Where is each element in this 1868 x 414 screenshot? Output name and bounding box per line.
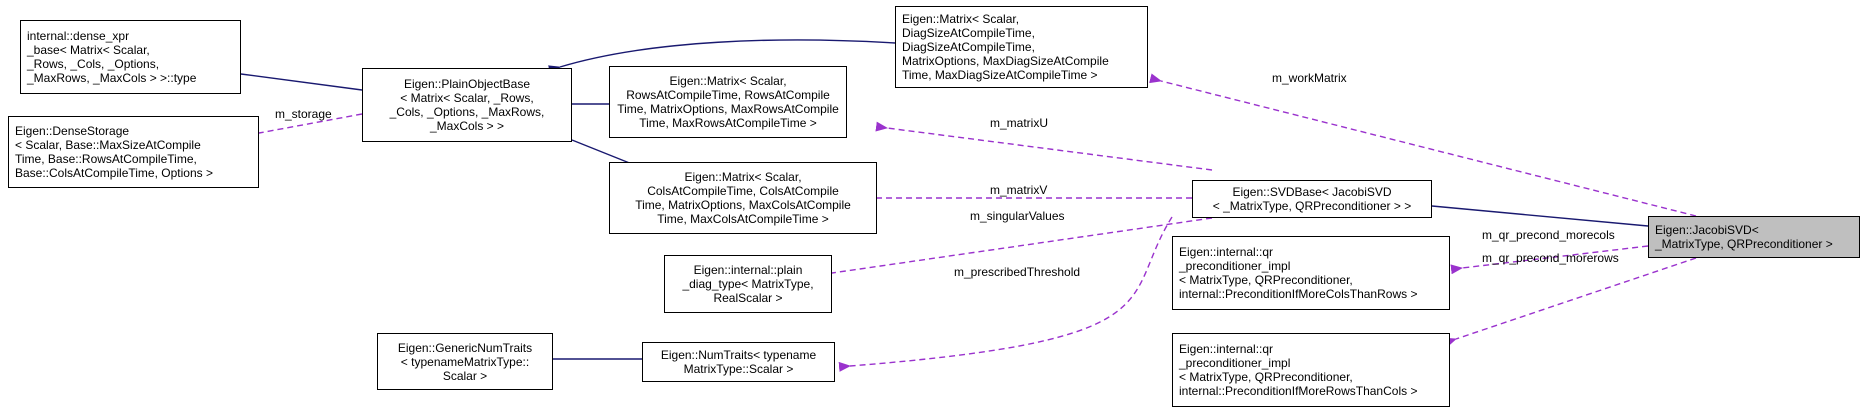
node-plain-object-base[interactable]: Eigen::PlainObjectBase < Matrix< Scalar,… (362, 68, 572, 142)
node-text-line: Eigen::Matrix< Scalar, (902, 12, 1020, 26)
node-dense-xpr-base[interactable]: internal::dense_xpr _base< Matrix< Scala… (20, 20, 241, 94)
node-text-line: _MaxCols > > (429, 119, 505, 133)
node-text-line: Eigen::DenseStorage (15, 124, 130, 138)
edge-label-m-storage: m_storage (275, 107, 332, 121)
node-text-line: Eigen::PlainObjectBase (403, 77, 531, 91)
edge-label-m-matrixu: m_matrixU (990, 116, 1049, 130)
node-text-line: Time, MatrixOptions, MaxRowsAtCompile (617, 102, 839, 116)
node-text-line: RowsAtCompileTime, RowsAtCompile (626, 88, 830, 102)
edge-m-prescribedthreshold (838, 216, 1173, 372)
node-text-line: Time, MaxColsAtCompileTime > (657, 212, 829, 226)
node-generic-num-traits[interactable]: Eigen::GenericNumTraits < typenameMatrix… (377, 333, 553, 390)
node-svd-base[interactable]: Eigen::SVDBase< JacobiSVD < _MatrixType,… (1192, 180, 1432, 218)
node-text-line: < MatrixType, QRPreconditioner, (1179, 370, 1353, 384)
node-text-line: Time, MaxDiagSizeAtCompileTime > (902, 68, 1098, 82)
node-text-line: _base< Matrix< Scalar, (27, 43, 150, 57)
node-text-line: < Scalar, Base::MaxSizeAtCompile (15, 138, 201, 152)
node-text-line: < MatrixType, QRPreconditioner, (1179, 273, 1353, 287)
edge-label-m-workmatrix: m_workMatrix (1272, 71, 1347, 85)
node-qr-preconditioner-morecols[interactable]: Eigen::internal::qr _preconditioner_impl… (1172, 236, 1450, 310)
node-text-line: Time, MatrixOptions, MaxColsAtCompile (635, 198, 851, 212)
node-text-line: Eigen::GenericNumTraits (397, 340, 533, 355)
node-text-line: Time, Base::RowsAtCompileTime, (15, 152, 197, 166)
node-text-line: MatrixType::Scalar > (683, 362, 794, 376)
node-matrix-cols[interactable]: Eigen::Matrix< Scalar, ColsAtCompileTime… (609, 162, 877, 234)
edge-m-matrixu (875, 121, 1213, 171)
node-text-line: RealScalar > (713, 291, 783, 305)
node-num-traits[interactable]: Eigen::NumTraits< typename MatrixType::S… (642, 342, 835, 382)
node-text-line: Eigen::internal::qr (1179, 342, 1274, 356)
node-text-line: _diag_type< MatrixType, (682, 277, 814, 291)
edge-label-m-qr-precond-morecols: m_qr_precond_morecols (1482, 228, 1615, 242)
node-text-line: Eigen::Matrix< Scalar, (684, 170, 802, 184)
node-text-line: internal::PreconditionIfMoreColsThanRows… (1179, 287, 1418, 301)
edge-label-m-qr-precond-morerows: m_qr_precond_morerows (1482, 251, 1619, 265)
node-dense-storage[interactable]: Eigen::DenseStorage < Scalar, Base::MaxS… (8, 116, 259, 188)
node-jacobi-svd[interactable]: Eigen::JacobiSVD< _MatrixType, QRPrecond… (1648, 216, 1860, 258)
node-text-line: _MaxRows, _MaxCols > >::type (27, 71, 197, 85)
edge-label-m-prescribedthreshold: m_prescribedThreshold (954, 265, 1081, 279)
node-text-line: Eigen::NumTraits< typename (660, 348, 817, 362)
node-text-line: _MatrixType, QRPreconditioner > (1655, 237, 1833, 251)
node-matrix-rows[interactable]: Eigen::Matrix< Scalar, RowsAtCompileTime… (609, 66, 847, 138)
node-text-line: < Matrix< Scalar, _Rows, (400, 91, 534, 105)
node-text-line: Eigen::internal::plain (693, 263, 803, 277)
node-text-line: DiagSizeAtCompileTime, (902, 40, 1035, 54)
edge-m-singularvalues (820, 217, 1213, 280)
node-text-line: _Rows, _Cols, _Options, (27, 57, 160, 71)
node-text-line: < _MatrixType, QRPreconditioner > > (1212, 199, 1412, 213)
node-text-line: < typenameMatrixType:: (400, 354, 530, 369)
node-matrix-diag[interactable]: Eigen::Matrix< Scalar, DiagSizeAtCompile… (895, 6, 1148, 88)
node-text-line: Eigen::internal::qr (1179, 245, 1274, 259)
node-text-line: MatrixOptions, MaxDiagSizeAtCompile (902, 54, 1109, 68)
edge-m-qr-precond-morecols (1450, 245, 1649, 275)
edge-m-qr-precond-morerows (1443, 257, 1697, 348)
node-text-line: Eigen::JacobiSVD< (1655, 223, 1759, 237)
edge-matrix-diag-to-plainobjectbase (548, 39, 896, 75)
node-text-line: _Cols, _Options, _MaxRows, (389, 105, 545, 119)
node-text-line: _preconditioner_impl (1179, 356, 1291, 370)
node-text-line: Time, MaxRowsAtCompileTime > (639, 116, 817, 130)
node-text-line: internal::PreconditionIfMoreRowsThanCols… (1179, 384, 1418, 398)
edge-jacobisvd-to-svdbase (1420, 200, 1649, 227)
node-plain-diag-type[interactable]: Eigen::internal::plain _diag_type< Matri… (664, 255, 832, 313)
edge-matrix-cols-to-plainobjectbase (559, 131, 633, 165)
edge-m-storage (247, 113, 363, 140)
node-text-line: DiagSizeAtCompileTime, (902, 26, 1035, 40)
edge-label-m-matrixv: m_matrixV (990, 183, 1048, 197)
node-text-line: Scalar > (442, 368, 488, 383)
node-text-line: internal::dense_xpr (27, 29, 130, 43)
node-text-line: Eigen::SVDBase< JacobiSVD (1232, 185, 1392, 199)
edge-m-workmatrix (1149, 73, 1697, 217)
edge-label-m-singularvalues: m_singularValues (970, 209, 1065, 223)
node-text-line: Base::ColsAtCompileTime, Options > (15, 166, 213, 180)
node-qr-preconditioner-morerows[interactable]: Eigen::internal::qr _preconditioner_impl… (1172, 333, 1450, 407)
node-text-line: Eigen::Matrix< Scalar, (669, 74, 787, 88)
edge-plainobjectbase-to-dense-xpr (229, 67, 363, 91)
node-text-line: ColsAtCompileTime, ColsAtCompile (647, 184, 839, 198)
node-text-line: _preconditioner_impl (1179, 259, 1291, 273)
